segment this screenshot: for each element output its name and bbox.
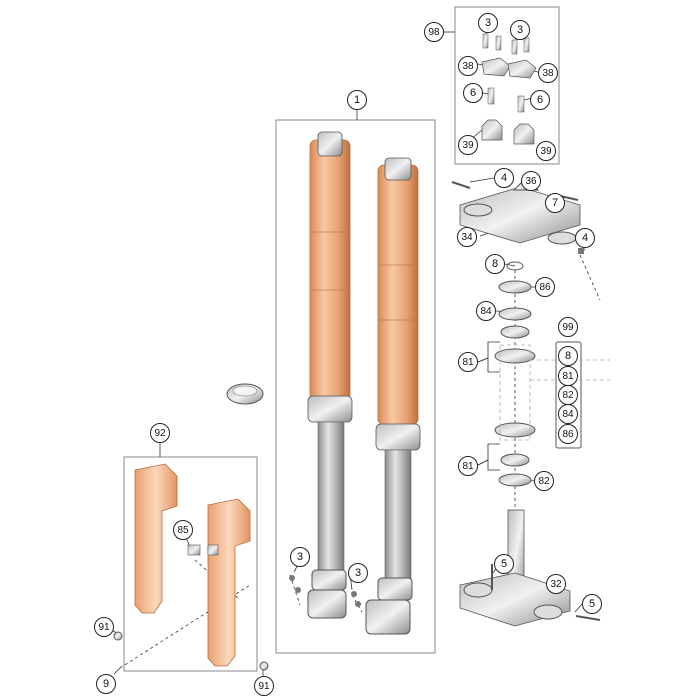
callout-6a: 6: [463, 83, 483, 103]
callout-36: 36: [521, 171, 541, 191]
callout-99: 99: [558, 317, 578, 337]
triple-clamp-kit-frame: [454, 6, 560, 165]
kit-item-8: 8: [558, 346, 578, 366]
callout-81c: 81: [458, 456, 478, 476]
kit-item-84: 84: [558, 404, 578, 424]
fork-guard-frame: [123, 456, 258, 672]
callout-32: 32: [546, 574, 566, 594]
callout-9: 9: [96, 674, 116, 694]
kit-item-86: 86: [558, 424, 578, 444]
callout-98: 98: [424, 22, 444, 42]
callout-85: 85: [173, 520, 193, 540]
callout-38a: 38: [458, 56, 478, 76]
callout-84a: 84: [476, 301, 496, 321]
callout-91b: 91: [254, 676, 274, 696]
steering-bearings: [494, 261, 536, 487]
callout-39a: 39: [458, 135, 478, 155]
callout-8a: 8: [485, 254, 505, 274]
frame-head-outline: [499, 344, 610, 441]
ring-part: [226, 383, 264, 405]
fork-assembly-frame: [275, 119, 436, 654]
lower-triple-clamp: [459, 509, 601, 627]
fork-bottom-bolts: [289, 575, 361, 607]
callout-3b: 3: [510, 20, 530, 40]
callout-39b: 39: [536, 141, 556, 161]
kit-item-82: 82: [558, 385, 578, 405]
callout-34: 34: [457, 227, 477, 247]
callout-81a: 81: [458, 352, 478, 372]
callout-3a: 3: [478, 13, 498, 33]
callout-5a: 5: [494, 554, 514, 574]
callout-82a: 82: [534, 471, 554, 491]
fork-leg-left: [307, 131, 353, 619]
callout-92: 92: [150, 423, 170, 443]
callout-4a: 4: [494, 168, 514, 188]
callout-86a: 86: [535, 277, 555, 297]
callout-3c: 3: [290, 547, 310, 567]
fork-guards: [113, 463, 269, 671]
callout-6b: 6: [530, 90, 550, 110]
fork-leg-right: [365, 157, 421, 635]
callout-5b: 5: [582, 594, 602, 614]
callout-38b: 38: [538, 63, 558, 83]
callout-1: 1: [347, 90, 367, 110]
bearing-kit-frame: [555, 341, 582, 449]
callout-3d: 3: [348, 563, 368, 583]
callout-91a: 91: [94, 617, 114, 637]
kit-item-81: 81: [558, 366, 578, 386]
callout-4b: 4: [575, 228, 595, 248]
clamp-kit-parts: [481, 33, 537, 145]
callout-7: 7: [545, 193, 565, 213]
